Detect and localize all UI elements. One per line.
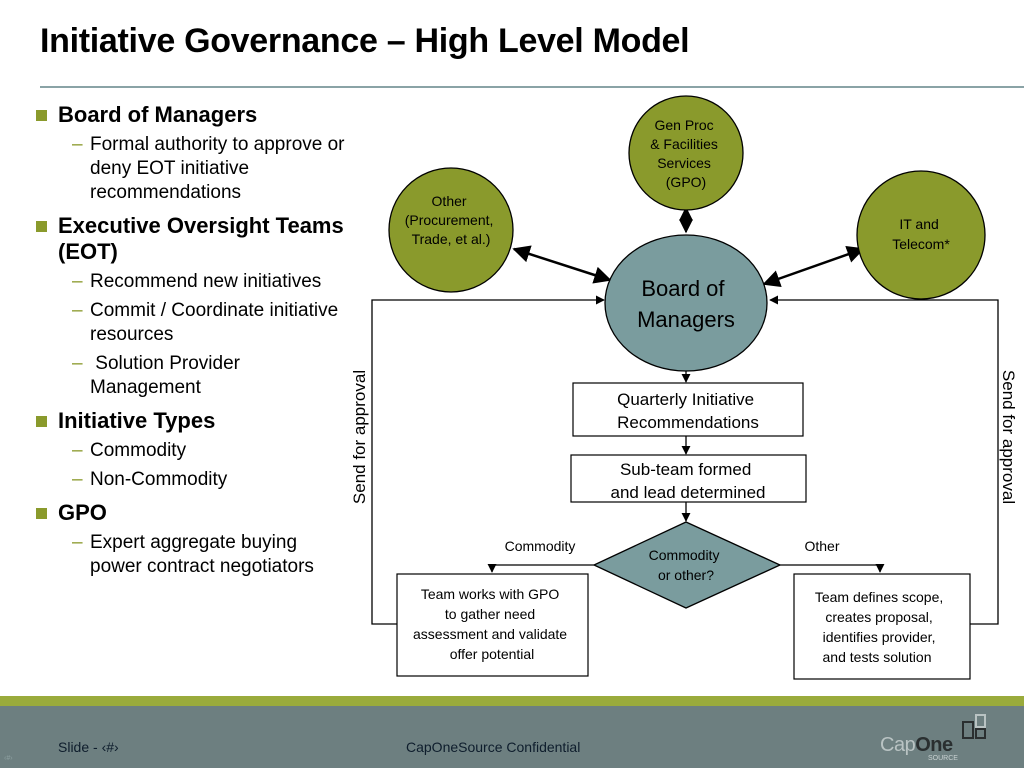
governance-diagram: Gen Proc & Facilities Services (GPO) Oth… xyxy=(350,95,1018,680)
sub-bullet: –Formal authority to approve or deny EOT… xyxy=(36,133,346,205)
right-approval-loop xyxy=(769,295,999,625)
dash-icon: – xyxy=(72,532,83,553)
dash-icon: – xyxy=(72,440,83,461)
gpo-node xyxy=(628,95,744,211)
commodity-branch-label: Commodity xyxy=(505,538,576,554)
other-board-arrow xyxy=(512,245,612,284)
sub-bullet: –Commodity xyxy=(36,439,346,463)
gpo-team-box xyxy=(396,573,589,677)
gpo-node-label: Gen Proc & Facilities Services (GPO) xyxy=(650,117,722,190)
bullet-heading-text: Initiative Types xyxy=(58,408,216,433)
bullet-heading-text: Board of Managers xyxy=(58,102,258,127)
corner-slide-number: ‹#› xyxy=(4,755,13,762)
bullet-heading-text: Executive Oversight Teams (EOT) xyxy=(58,213,344,264)
gpo-team-box-label: Team works with GPO to gather need asses… xyxy=(413,586,571,662)
send-approval-right-label: Send for approval xyxy=(999,370,1018,504)
other-node xyxy=(388,167,514,293)
footer-band xyxy=(0,706,1024,768)
slide-title: Initiative Governance – High Level Model xyxy=(40,22,690,60)
sub-bullet-text: Non-Commodity xyxy=(90,469,228,490)
sub-bullet: –Expert aggregate buying power contract … xyxy=(36,531,346,579)
send-approval-left-label: Send for approval xyxy=(350,370,369,504)
square-bullet-icon xyxy=(36,221,47,232)
subteam-box xyxy=(570,454,807,503)
connectors xyxy=(371,206,999,625)
bullet-heading: Board of Managers xyxy=(36,102,346,128)
title-divider xyxy=(40,86,1024,88)
other-team-box xyxy=(793,573,971,680)
sub-bullet-text: Commodity xyxy=(90,440,187,461)
sub-bullet-text: Recommend new initiatives xyxy=(90,271,322,292)
sub-bullet-text: Solution Provider Management xyxy=(90,353,246,398)
quarterly-box-label: Quarterly Initiative Recommendations xyxy=(617,390,759,432)
logo-source-text: SOURCE xyxy=(928,755,958,762)
sub-bullet: –Recommend new initiatives xyxy=(36,270,346,294)
other-branch-arrow xyxy=(778,563,885,573)
subteam-box-label: Sub-team formed and lead determined xyxy=(610,460,765,502)
sub-bullet-text: Expert aggregate buying power contract n… xyxy=(90,532,314,577)
board-node-label: Board of Managers xyxy=(637,276,735,332)
square-bullet-icon xyxy=(36,110,47,121)
footer-accent-band xyxy=(0,696,1024,706)
sub-bullet-text: Commit / Coordinate initiative resources xyxy=(90,300,339,345)
confidential-notice: CapOneSource Confidential xyxy=(406,739,581,755)
square-bullet-icon xyxy=(36,416,47,427)
decision-label: Commodity or other? xyxy=(649,547,724,583)
it-telecom-node xyxy=(856,170,986,300)
it-board-arrow xyxy=(762,246,865,287)
bullet-heading: Initiative Types xyxy=(36,408,346,434)
it-telecom-node-label: IT and Telecom* xyxy=(892,216,950,252)
other-team-box-label: Team defines scope, creates proposal, id… xyxy=(815,589,947,665)
dash-icon: – xyxy=(72,271,83,292)
square-bullet-icon xyxy=(36,508,47,519)
slide-number: Slide - ‹#› xyxy=(58,739,119,755)
sub-bullet: –Non-Commodity xyxy=(36,468,346,492)
bullet-heading-text: GPO xyxy=(58,500,107,525)
dash-icon: – xyxy=(72,300,83,321)
logo-mark-icon xyxy=(962,714,986,739)
sub-bullet: –Commit / Coordinate initiative resource… xyxy=(36,299,346,347)
decision-diamond xyxy=(592,521,782,609)
commodity-branch-arrow xyxy=(487,563,594,573)
logo-wordmark: CapOne xyxy=(880,734,953,757)
logo-one-text: One xyxy=(915,734,953,756)
sub-bullet: – Solution Provider Management xyxy=(36,352,346,400)
dash-icon: – xyxy=(72,353,83,374)
quarterly-box xyxy=(572,382,804,437)
bullet-heading: Executive Oversight Teams (EOT) xyxy=(36,213,346,265)
bullet-heading: GPO xyxy=(36,500,346,526)
board-node xyxy=(604,234,768,372)
bullet-list: Board of Managers –Formal authority to a… xyxy=(36,100,346,579)
sub-bullet-text: Formal authority to approve or deny EOT … xyxy=(90,134,345,203)
left-approval-loop xyxy=(371,295,605,625)
other-branch-label: Other xyxy=(804,538,839,554)
dash-icon: – xyxy=(72,469,83,490)
logo-cap-text: Cap xyxy=(880,734,916,756)
caponesource-logo: CapOne SOURCE xyxy=(880,714,1010,764)
other-node-label: Other (Procurement, Trade, et al.) xyxy=(405,193,498,247)
dash-icon: – xyxy=(72,134,83,155)
